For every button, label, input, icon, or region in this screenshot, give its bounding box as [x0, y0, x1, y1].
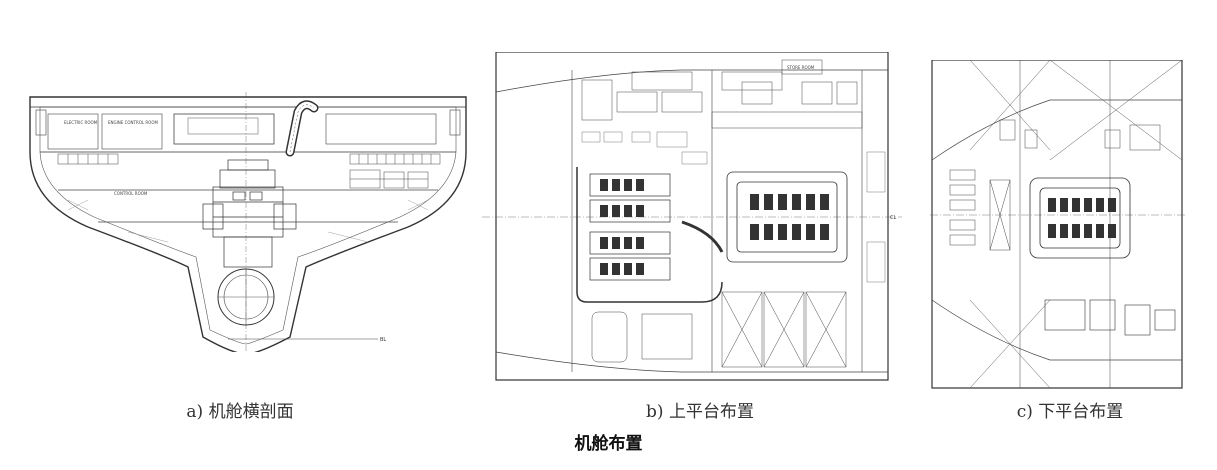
- centerline-label-b: CL: [890, 215, 896, 221]
- upper-platform-drawing: CL STORE ROOM: [482, 52, 902, 381]
- panel-a-transverse-section: BL ELECTRIC ROOM ENGINE CONTROL ROOM CON…: [28, 92, 478, 352]
- panel-b-upper-platform: CL STORE ROOM: [482, 52, 902, 382]
- caption-panel-c: c) 下平台布置: [1016, 402, 1124, 422]
- control-room-label: CONTROL ROOM: [114, 191, 148, 196]
- baseline-label: BL: [380, 337, 386, 343]
- transverse-section-drawing: BL ELECTRIC ROOM ENGINE CONTROL ROOM CON…: [29, 92, 467, 352]
- electric-room-label: ELECTRIC ROOM: [64, 120, 98, 125]
- figure-title: 机舱布置: [574, 434, 643, 454]
- lower-platform-drawing: [930, 60, 1185, 389]
- caption-panel-b: b) 上平台布置: [646, 402, 754, 422]
- engine-control-room-label: ENGINE CONTROL ROOM: [108, 120, 158, 125]
- store-room-label: STORE ROOM: [787, 65, 815, 70]
- panel-c-lower-platform: [930, 60, 1185, 390]
- caption-panel-a: a) 机舱横剖面: [186, 402, 294, 422]
